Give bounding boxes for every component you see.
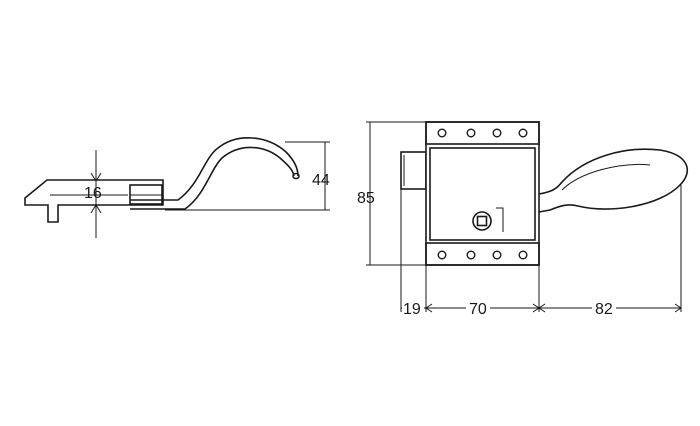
front-dim-70-bg [466, 296, 490, 316]
side-handle-arm-inner [130, 146, 295, 210]
front-dim-19-bg [402, 296, 424, 316]
front-dim-85-label: 85 [357, 190, 375, 207]
front-spindle-notch [496, 207, 504, 232]
front-bottom-plate [425, 242, 540, 266]
front-bolt [400, 151, 427, 190]
front-dim-82-bg [592, 296, 616, 316]
front-hole [492, 250, 502, 260]
side-handle-arm [130, 137, 299, 201]
front-hole [518, 128, 528, 138]
side-dim-16-arrow-top [90, 172, 102, 182]
front-dim-arrow [674, 303, 682, 313]
side-handle-tip [292, 172, 300, 180]
side-dim-16-arrow-bottom [90, 204, 102, 214]
front-hole [437, 250, 447, 260]
front-dim-arrow [538, 303, 546, 313]
side-dim-16-label: 16 [84, 185, 102, 202]
front-hole [518, 250, 528, 260]
front-hole [437, 128, 447, 138]
front-hole [466, 250, 476, 260]
front-inner-case [429, 147, 536, 241]
front-hole [466, 128, 476, 138]
front-handle-lever [538, 148, 689, 213]
side-dim-44-label: 44 [312, 172, 330, 189]
side-base-plate [24, 179, 164, 223]
front-dim-82-label: 82 [595, 301, 613, 318]
front-handle-lever-detail [561, 163, 651, 191]
front-hole [492, 128, 502, 138]
front-dim-arrow [425, 303, 433, 313]
side-view: 16 44 [24, 137, 330, 238]
front-dim-19-label: 19 [403, 301, 421, 318]
front-spindle-square [476, 215, 488, 227]
front-top-plate [425, 121, 540, 145]
front-spindle-ring [472, 211, 492, 231]
front-view: 85 19 70 82 [357, 121, 689, 318]
front-dim-70-label: 70 [469, 301, 487, 318]
